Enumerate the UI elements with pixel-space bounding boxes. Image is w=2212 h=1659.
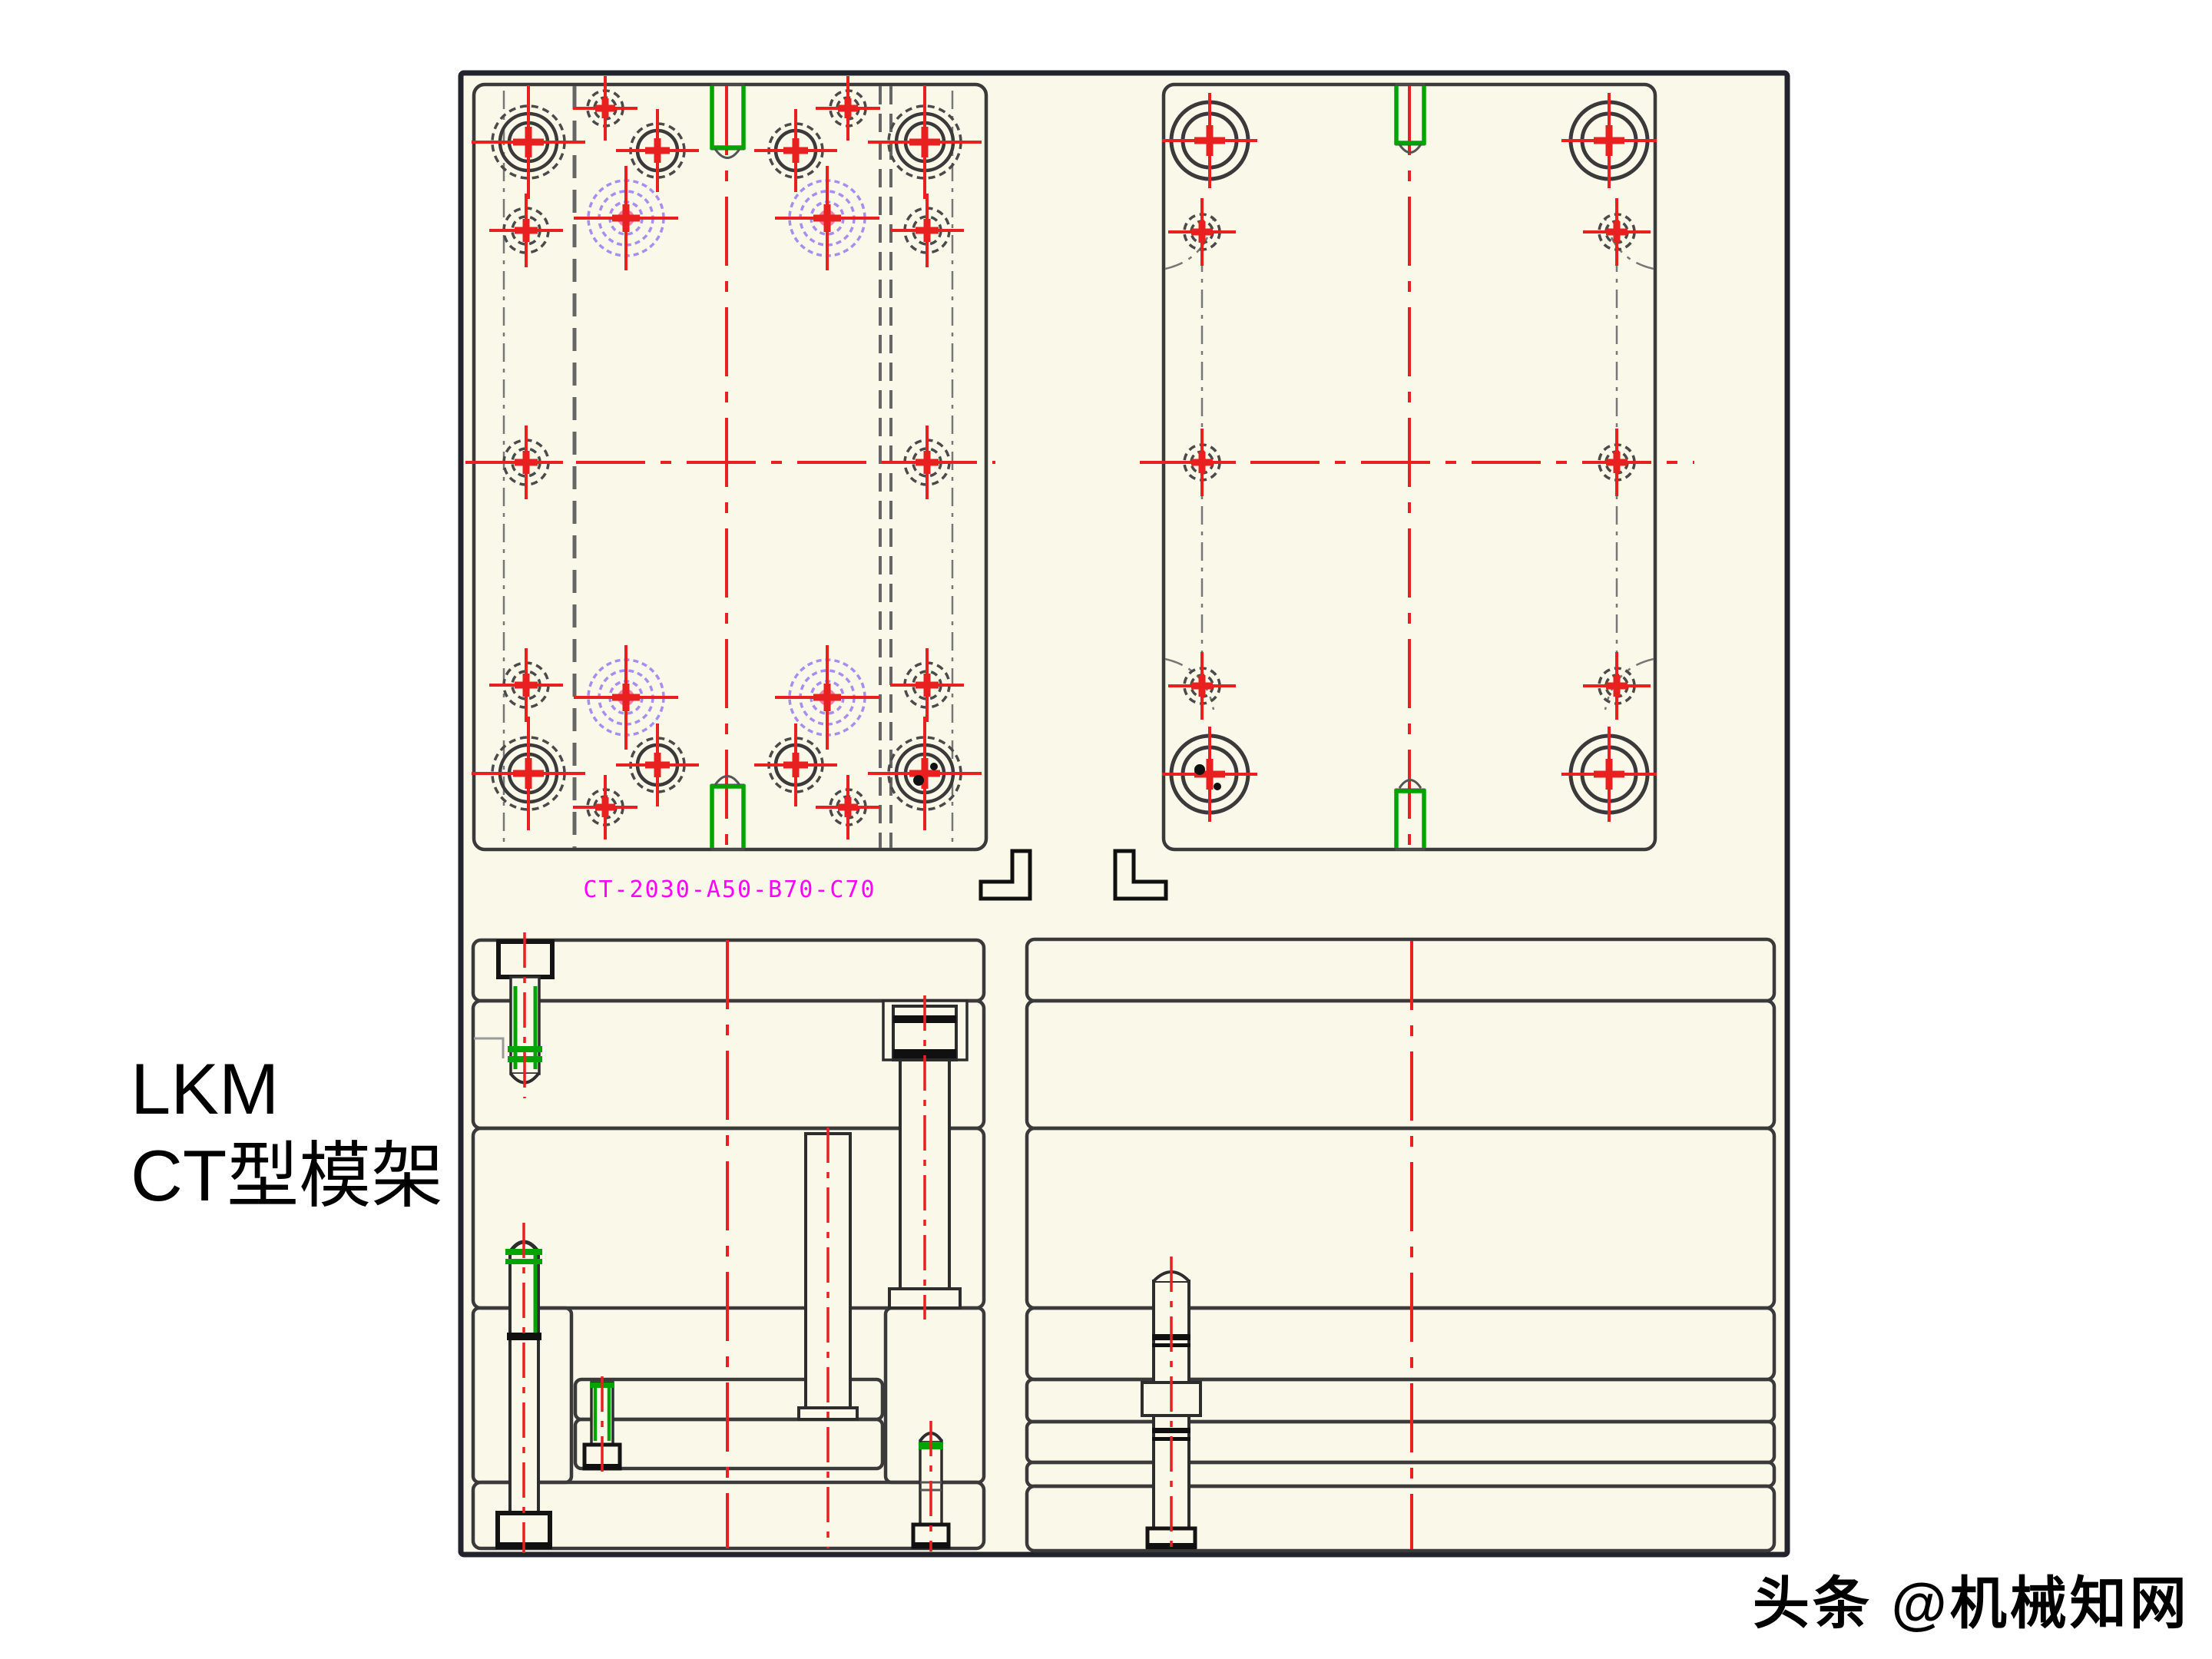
caption-line1: LKM: [131, 1048, 280, 1129]
cap-screw-long: [495, 1223, 552, 1553]
support-pillar-section: [797, 1128, 859, 1548]
side-view: [1025, 937, 1777, 1553]
caption-line2: CT型模架: [131, 1134, 444, 1216]
clamp-plate-screw: [911, 1421, 951, 1551]
section-view: [471, 932, 986, 1553]
guide-pin-section: [882, 995, 969, 1320]
top-view-movable-half: [465, 76, 995, 852]
caption: LKM CT型模架: [131, 1046, 443, 1220]
cap-screw-top: [496, 932, 555, 1098]
projection-symbol-left: [979, 849, 1032, 901]
return-pin: [1141, 1257, 1202, 1550]
ejector-plate-screw: [582, 1376, 622, 1475]
sprue-slot-top: [1394, 83, 1426, 154]
sprue-slot-bottom: [710, 775, 746, 851]
watermark: 头条 @机械知网: [1753, 1571, 2190, 1635]
projection-symbol-right: [1113, 849, 1168, 901]
part-code-label: CT-2030-A50-B70-C70: [583, 876, 876, 903]
sprue-slot-top: [710, 83, 746, 159]
top-view-fixed-half: [1140, 82, 1694, 852]
drawing-sheet: [458, 70, 1790, 1558]
sprue-slot-bottom: [1394, 779, 1426, 851]
